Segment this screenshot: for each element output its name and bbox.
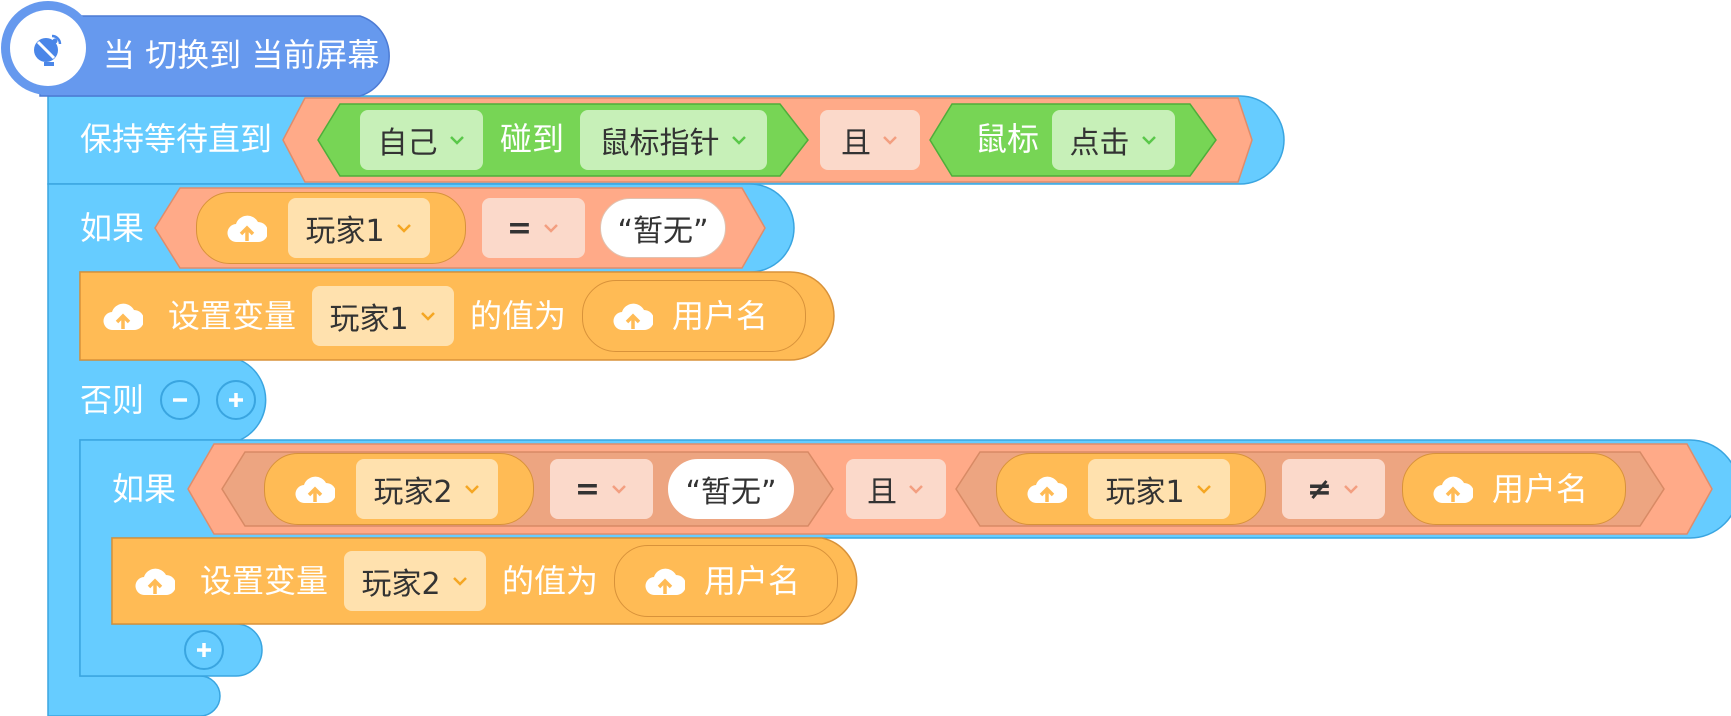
variable-dropdown-value: 玩家1 [1105,475,1185,510]
wait-until-label: 保持等待直到 [80,120,273,158]
cloud-upload-icon [295,476,335,504]
variable-dropdown[interactable]: 玩家1 [1088,459,1230,519]
compare-op-dropdown[interactable]: ≠ [1282,459,1385,519]
minus-icon [173,398,187,402]
variable-dropdown-value: 玩家1 [305,214,385,249]
chevron-down-icon [396,224,411,233]
username-label: 用户名 [1492,470,1589,508]
cloud-upload-icon [103,303,143,331]
logic-and-value: 且 [867,475,897,510]
chevron-down-icon [612,485,626,494]
variable-dropdown-value: 玩家2 [373,475,453,510]
add-branch-button[interactable] [184,630,224,670]
remove-branch-button[interactable] [160,380,200,420]
cloud-upload-icon [135,568,175,596]
satellite-icon [34,34,62,66]
compare-op-dropdown[interactable]: = [482,198,585,258]
else-label: 否则 [80,381,145,419]
compare-op-value: = [506,210,533,246]
value-of-label: 的值为 [470,297,567,335]
set-variable-label: 设置变量 [200,562,329,600]
if-label: 如果 [80,209,145,247]
string-literal-input[interactable]: “暂无” [668,459,794,519]
variable-dropdown[interactable]: 玩家1 [288,198,430,258]
touch-target-dropdown[interactable]: 鼠标指针 [580,110,767,170]
chevron-down-icon [449,136,464,145]
chevron-down-icon [544,224,558,233]
set-variable-dropdown[interactable]: 玩家2 [344,551,486,611]
cloud-upload-icon [1027,476,1067,504]
sprite-dropdown-value: 自己 [377,126,438,161]
cloud-upload-icon [1433,476,1473,504]
cloud-upload-icon [645,568,685,596]
variable-dropdown[interactable]: 玩家2 [356,459,498,519]
mouse-action-value: 点击 [1069,126,1130,161]
set-variable-dropdown-value: 玩家1 [329,302,409,337]
mouse-action-dropdown[interactable]: 点击 [1052,110,1175,170]
compare-op-value: ≠ [1306,471,1333,507]
set-variable-dropdown-value: 玩家2 [361,567,441,602]
if-label: 如果 [112,470,177,508]
chevron-down-icon [909,485,923,494]
value-of-label: 的值为 [502,562,599,600]
compare-op-dropdown[interactable]: = [550,459,653,519]
sprite-dropdown[interactable]: 自己 [360,110,483,170]
set-variable-dropdown[interactable]: 玩家1 [312,286,454,346]
logic-and-dropdown[interactable]: 且 [820,110,920,170]
chevron-down-icon [452,577,467,586]
touch-label: 碰到 [500,120,565,158]
chevron-down-icon [731,136,746,145]
logic-and-dropdown[interactable]: 且 [846,459,946,519]
chevron-down-icon [464,485,479,494]
mouse-label: 鼠标 [975,120,1040,158]
cloud-upload-icon [613,303,653,331]
chevron-down-icon [883,136,897,145]
chevron-down-icon [1141,136,1156,145]
event-label: 当 切换到 当前屏幕 [103,36,380,74]
string-literal-input[interactable]: “暂无” [600,198,726,258]
compare-op-value: = [574,471,601,507]
touch-target-value: 鼠标指针 [599,126,720,161]
chevron-down-icon [1196,485,1211,494]
username-label: 用户名 [672,297,769,335]
plus-icon [229,393,243,407]
set-variable-label: 设置变量 [168,297,297,335]
plus-icon [197,643,211,657]
logic-and-value: 且 [841,126,871,161]
chevron-down-icon [1344,485,1358,494]
cloud-upload-icon [227,215,267,243]
chevron-down-icon [420,312,435,321]
add-branch-button[interactable] [216,380,256,420]
username-label: 用户名 [704,562,801,600]
